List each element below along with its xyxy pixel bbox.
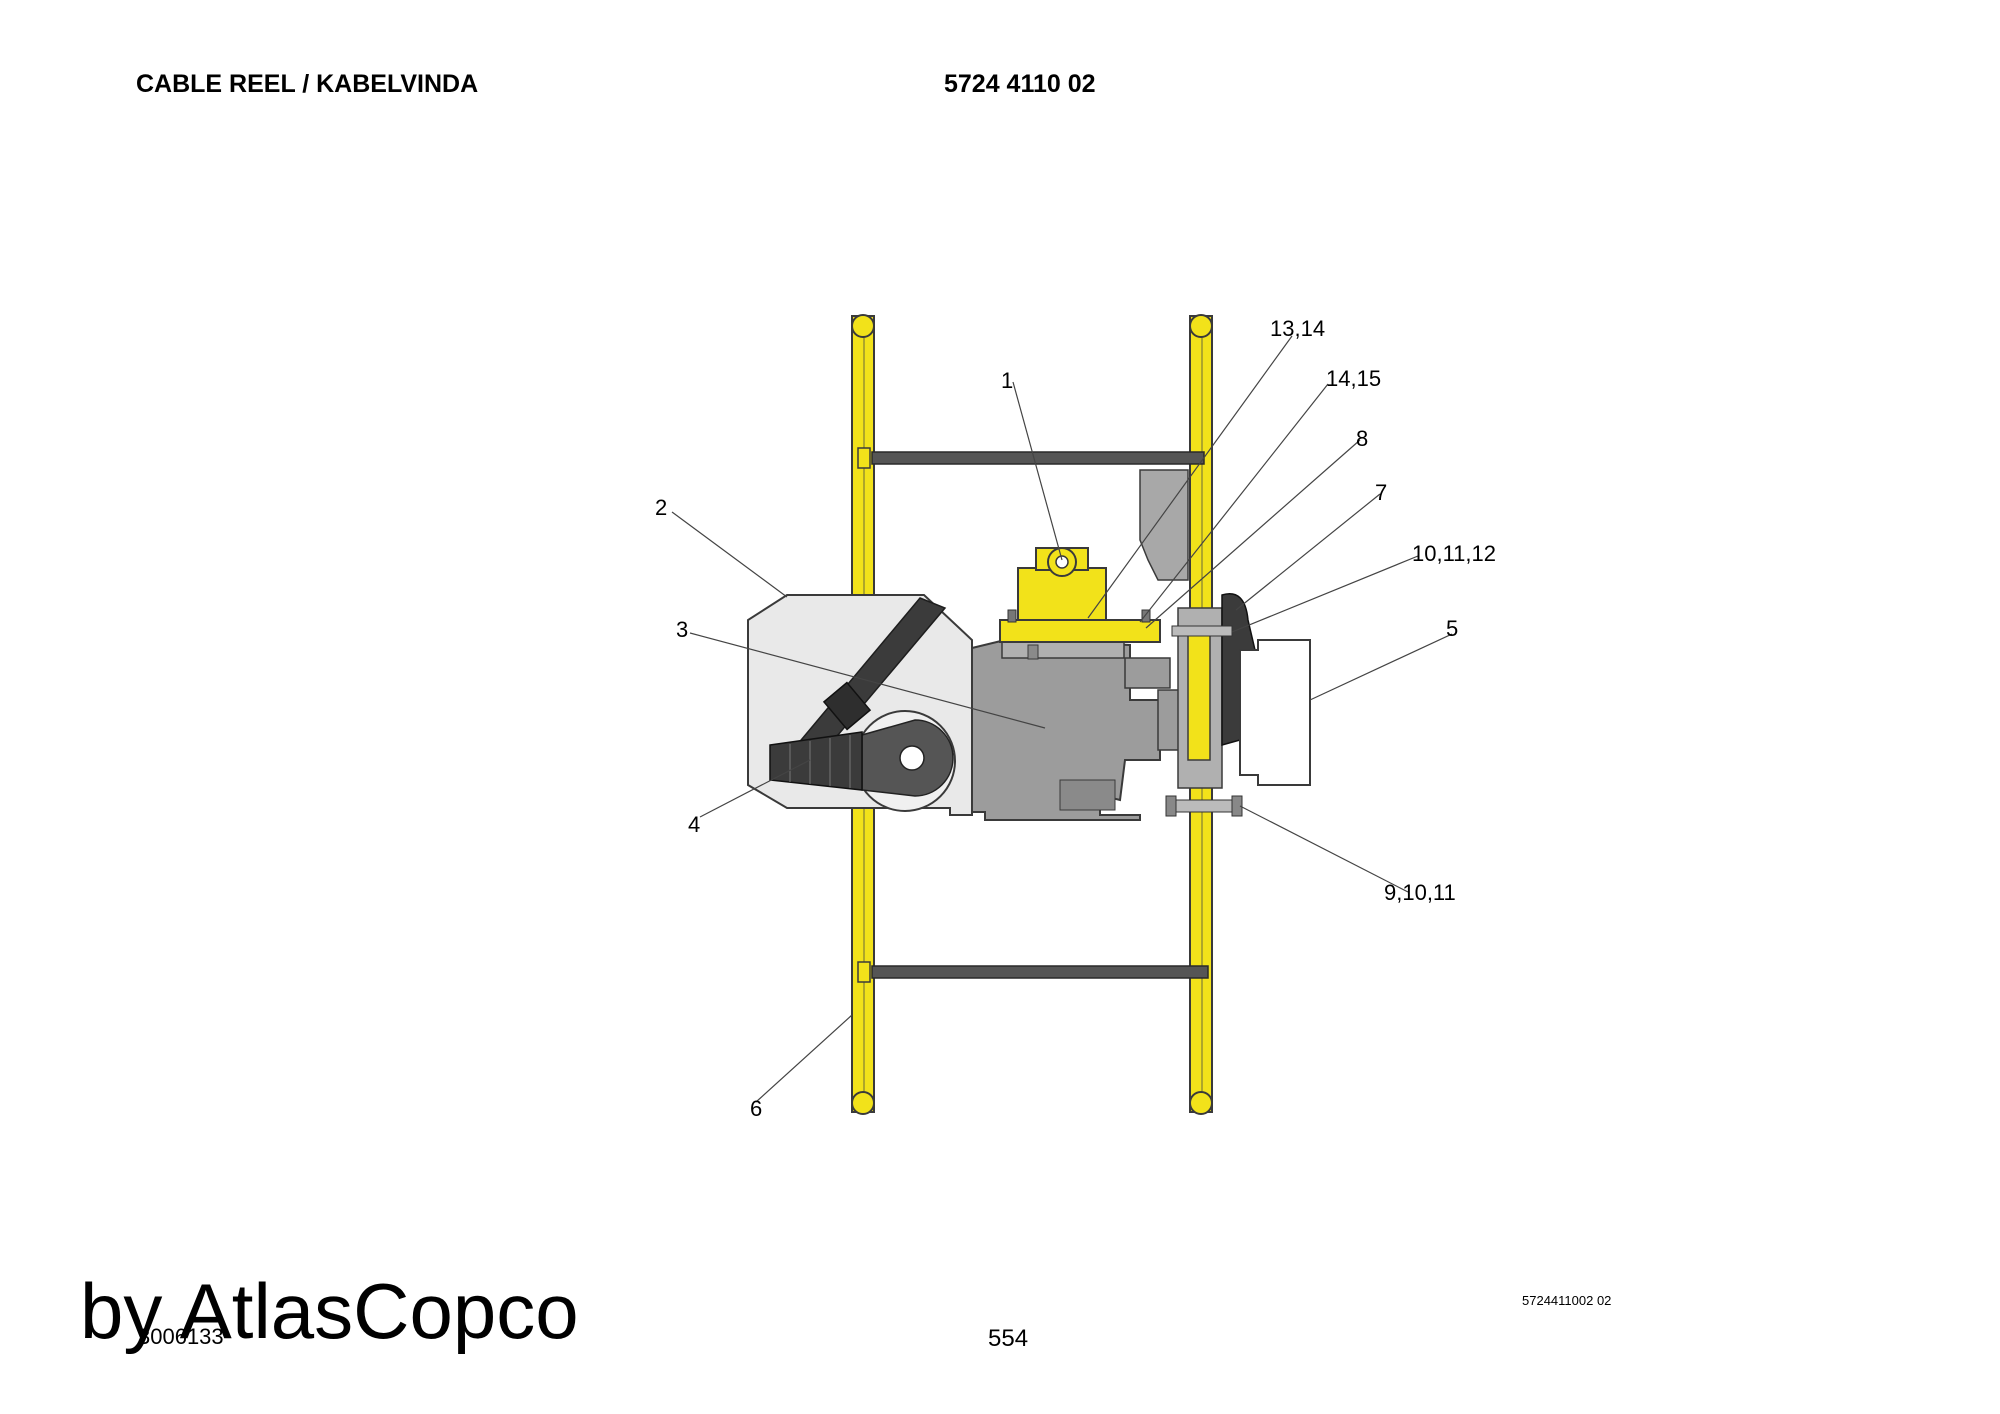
bolts [1165,625,1243,817]
cable-outlet-box [1239,639,1311,786]
document-id: 3006133 [138,1324,224,1349]
strap-clamp [822,681,872,731]
callout-14-15: 14,15 [1326,366,1381,391]
leader-lines [671,335,1453,1103]
callout-9-10-11: 9,10,11 [1384,880,1456,905]
part-number: 5724 4110 02 [944,70,1096,98]
slip-ring-unit [999,547,1161,643]
callout-2: 2 [655,495,667,520]
callout-1: 1 [1001,368,1013,393]
callout-5: 5 [1446,616,1458,641]
brand-watermark: by AtlasCopco [80,1267,579,1355]
tie-rods [857,447,1209,983]
flange-plate-yellow [1187,629,1211,761]
callout-3: 3 [676,617,688,642]
gearbox-housing [971,638,1171,821]
drawing-code: 5724411002 02 [1522,1293,1612,1308]
callout-6: 6 [750,1096,762,1121]
document-title: CABLE REEL / KABELVINDA [136,70,479,98]
callout-13-14: 13,14 [1270,316,1325,341]
callout-4: 4 [688,812,700,837]
callout-7: 7 [1375,480,1387,505]
page-number: 554 [988,1325,1029,1352]
callout-10-11-12: 10,11,12 [1412,541,1496,566]
callout-8: 8 [1356,426,1368,451]
arm-hole-icon [899,745,925,771]
cable-boot [769,731,863,791]
bracket [1139,469,1189,581]
